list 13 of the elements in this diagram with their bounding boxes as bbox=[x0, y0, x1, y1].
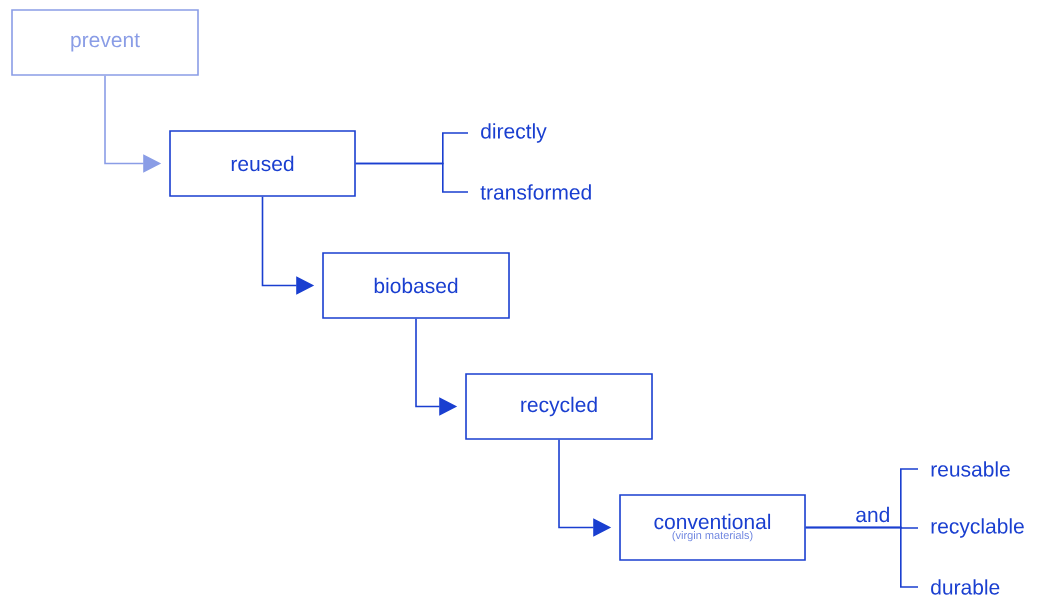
process-box: recycled bbox=[465, 373, 653, 440]
branch-label: recyclable bbox=[931, 518, 1024, 538]
connector bbox=[355, 162, 469, 193]
branch-label: transformed bbox=[480, 184, 591, 200]
branch-label: directly bbox=[481, 123, 547, 143]
branch-label: reusable bbox=[931, 461, 1010, 477]
edge-label: and bbox=[856, 506, 889, 523]
process-box: prevent bbox=[11, 9, 199, 76]
process-box: biobased bbox=[322, 252, 510, 319]
connector bbox=[805, 526, 919, 588]
process-box: reused bbox=[169, 130, 356, 197]
branch-label: durable bbox=[931, 579, 1000, 595]
process-box: conventional (virgin materials) bbox=[619, 494, 806, 561]
